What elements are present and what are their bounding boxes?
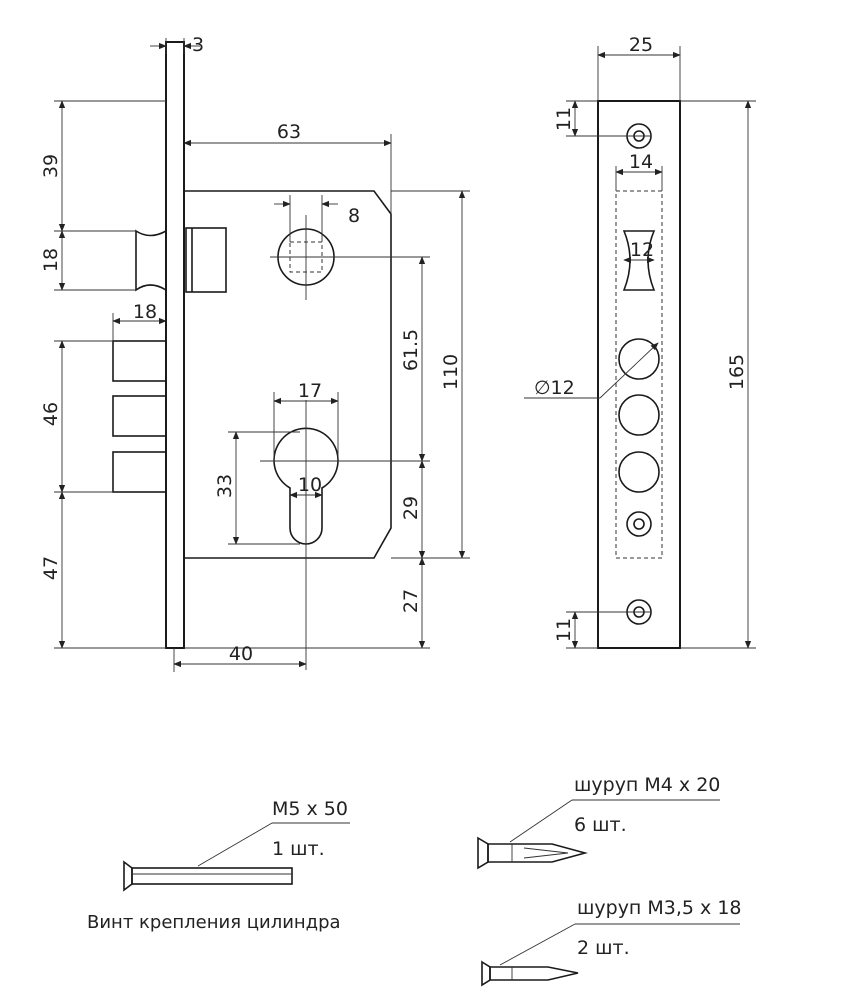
dim-latch-window: 14 bbox=[629, 151, 653, 173]
dim-cylinder-height: 33 bbox=[214, 474, 236, 498]
screw-m4-body bbox=[487, 843, 589, 863]
lock-case bbox=[184, 190, 392, 559]
bolt-hole-3 bbox=[618, 451, 660, 493]
bolt-hole-1 bbox=[618, 338, 660, 380]
latch-housing bbox=[185, 227, 227, 293]
dim-screw-hole-bottom: 11 bbox=[553, 618, 575, 642]
cylinder-screw-caption: Винт крепления цилиндра bbox=[87, 912, 341, 933]
dim-bolt-block: 46 bbox=[40, 402, 62, 426]
screw-m35-part: шуруп M3,5 x 18 2 шт. bbox=[481, 897, 742, 987]
dim-faceplate-length: 165 bbox=[726, 354, 748, 390]
dim-top-to-latch: 39 bbox=[40, 154, 62, 178]
faceplate-front bbox=[597, 100, 681, 649]
dimension-labels: 3 39 18 63 8 61.5 110 18 46 17 33 10 29 … bbox=[40, 34, 748, 665]
dim-bottom-to-bolt: 47 bbox=[40, 556, 62, 580]
screw-m35-size: шуруп M3,5 x 18 bbox=[577, 897, 742, 919]
screw-m4-part: шуруп M4 x 20 6 шт. bbox=[477, 774, 720, 870]
latch-window bbox=[622, 230, 656, 291]
dim-latch-inner: 12 bbox=[630, 239, 654, 261]
dim-cylinder-slot: 10 bbox=[298, 474, 322, 496]
screw-m4-qty: 6 шт. bbox=[574, 814, 627, 836]
right-dimensions bbox=[524, 46, 756, 649]
cylinder-screw-qty: 1 шт. bbox=[272, 838, 325, 860]
screw-m35-body bbox=[489, 966, 579, 981]
dim-spindle-to-cylinder: 61.5 bbox=[400, 329, 422, 371]
screw-m4-size: шуруп M4 x 20 bbox=[574, 774, 720, 796]
dim-latch-height: 18 bbox=[40, 248, 62, 272]
cylinder-screw-part: M5 x 50 1 шт. Винт крепления цилиндра bbox=[87, 798, 350, 933]
dim-spindle-square: 8 bbox=[348, 205, 360, 227]
dim-screw-hole-top: 11 bbox=[553, 107, 575, 131]
case-outline-dashed bbox=[615, 190, 663, 559]
screw-m35-head bbox=[481, 960, 491, 987]
screw-m4-head bbox=[477, 836, 489, 870]
dim-bolt-depth: 18 bbox=[133, 301, 157, 323]
dim-body-height: 110 bbox=[440, 354, 462, 390]
dim-cylinder-width: 17 bbox=[298, 380, 322, 402]
bolt-3 bbox=[112, 451, 167, 493]
screw-m35-qty: 2 шт. bbox=[577, 937, 630, 959]
dim-bolt-diameter: ∅12 bbox=[534, 377, 575, 399]
lock-body-view bbox=[112, 41, 430, 670]
bolt-1 bbox=[112, 340, 167, 382]
dim-cylinder-to-bottom: 29 bbox=[400, 496, 422, 520]
cylinder-screw-size: M5 x 50 bbox=[272, 798, 348, 820]
bolt-hole-2 bbox=[618, 394, 660, 436]
left-dimensions bbox=[54, 38, 470, 672]
bolt-2 bbox=[112, 395, 167, 437]
dim-body-depth: 63 bbox=[277, 121, 301, 143]
screw-shaft bbox=[131, 867, 293, 885]
faceplate-front-view bbox=[597, 100, 681, 649]
dim-plate-thickness: 3 bbox=[192, 34, 204, 56]
latch bbox=[135, 229, 167, 292]
faceplate-side bbox=[165, 41, 185, 649]
dim-bottom-offset: 27 bbox=[400, 589, 422, 613]
dim-faceplate-width: 25 bbox=[629, 34, 653, 56]
dim-backset: 40 bbox=[229, 643, 253, 665]
screw-head bbox=[123, 860, 133, 892]
screw-hole-middle bbox=[626, 511, 652, 537]
